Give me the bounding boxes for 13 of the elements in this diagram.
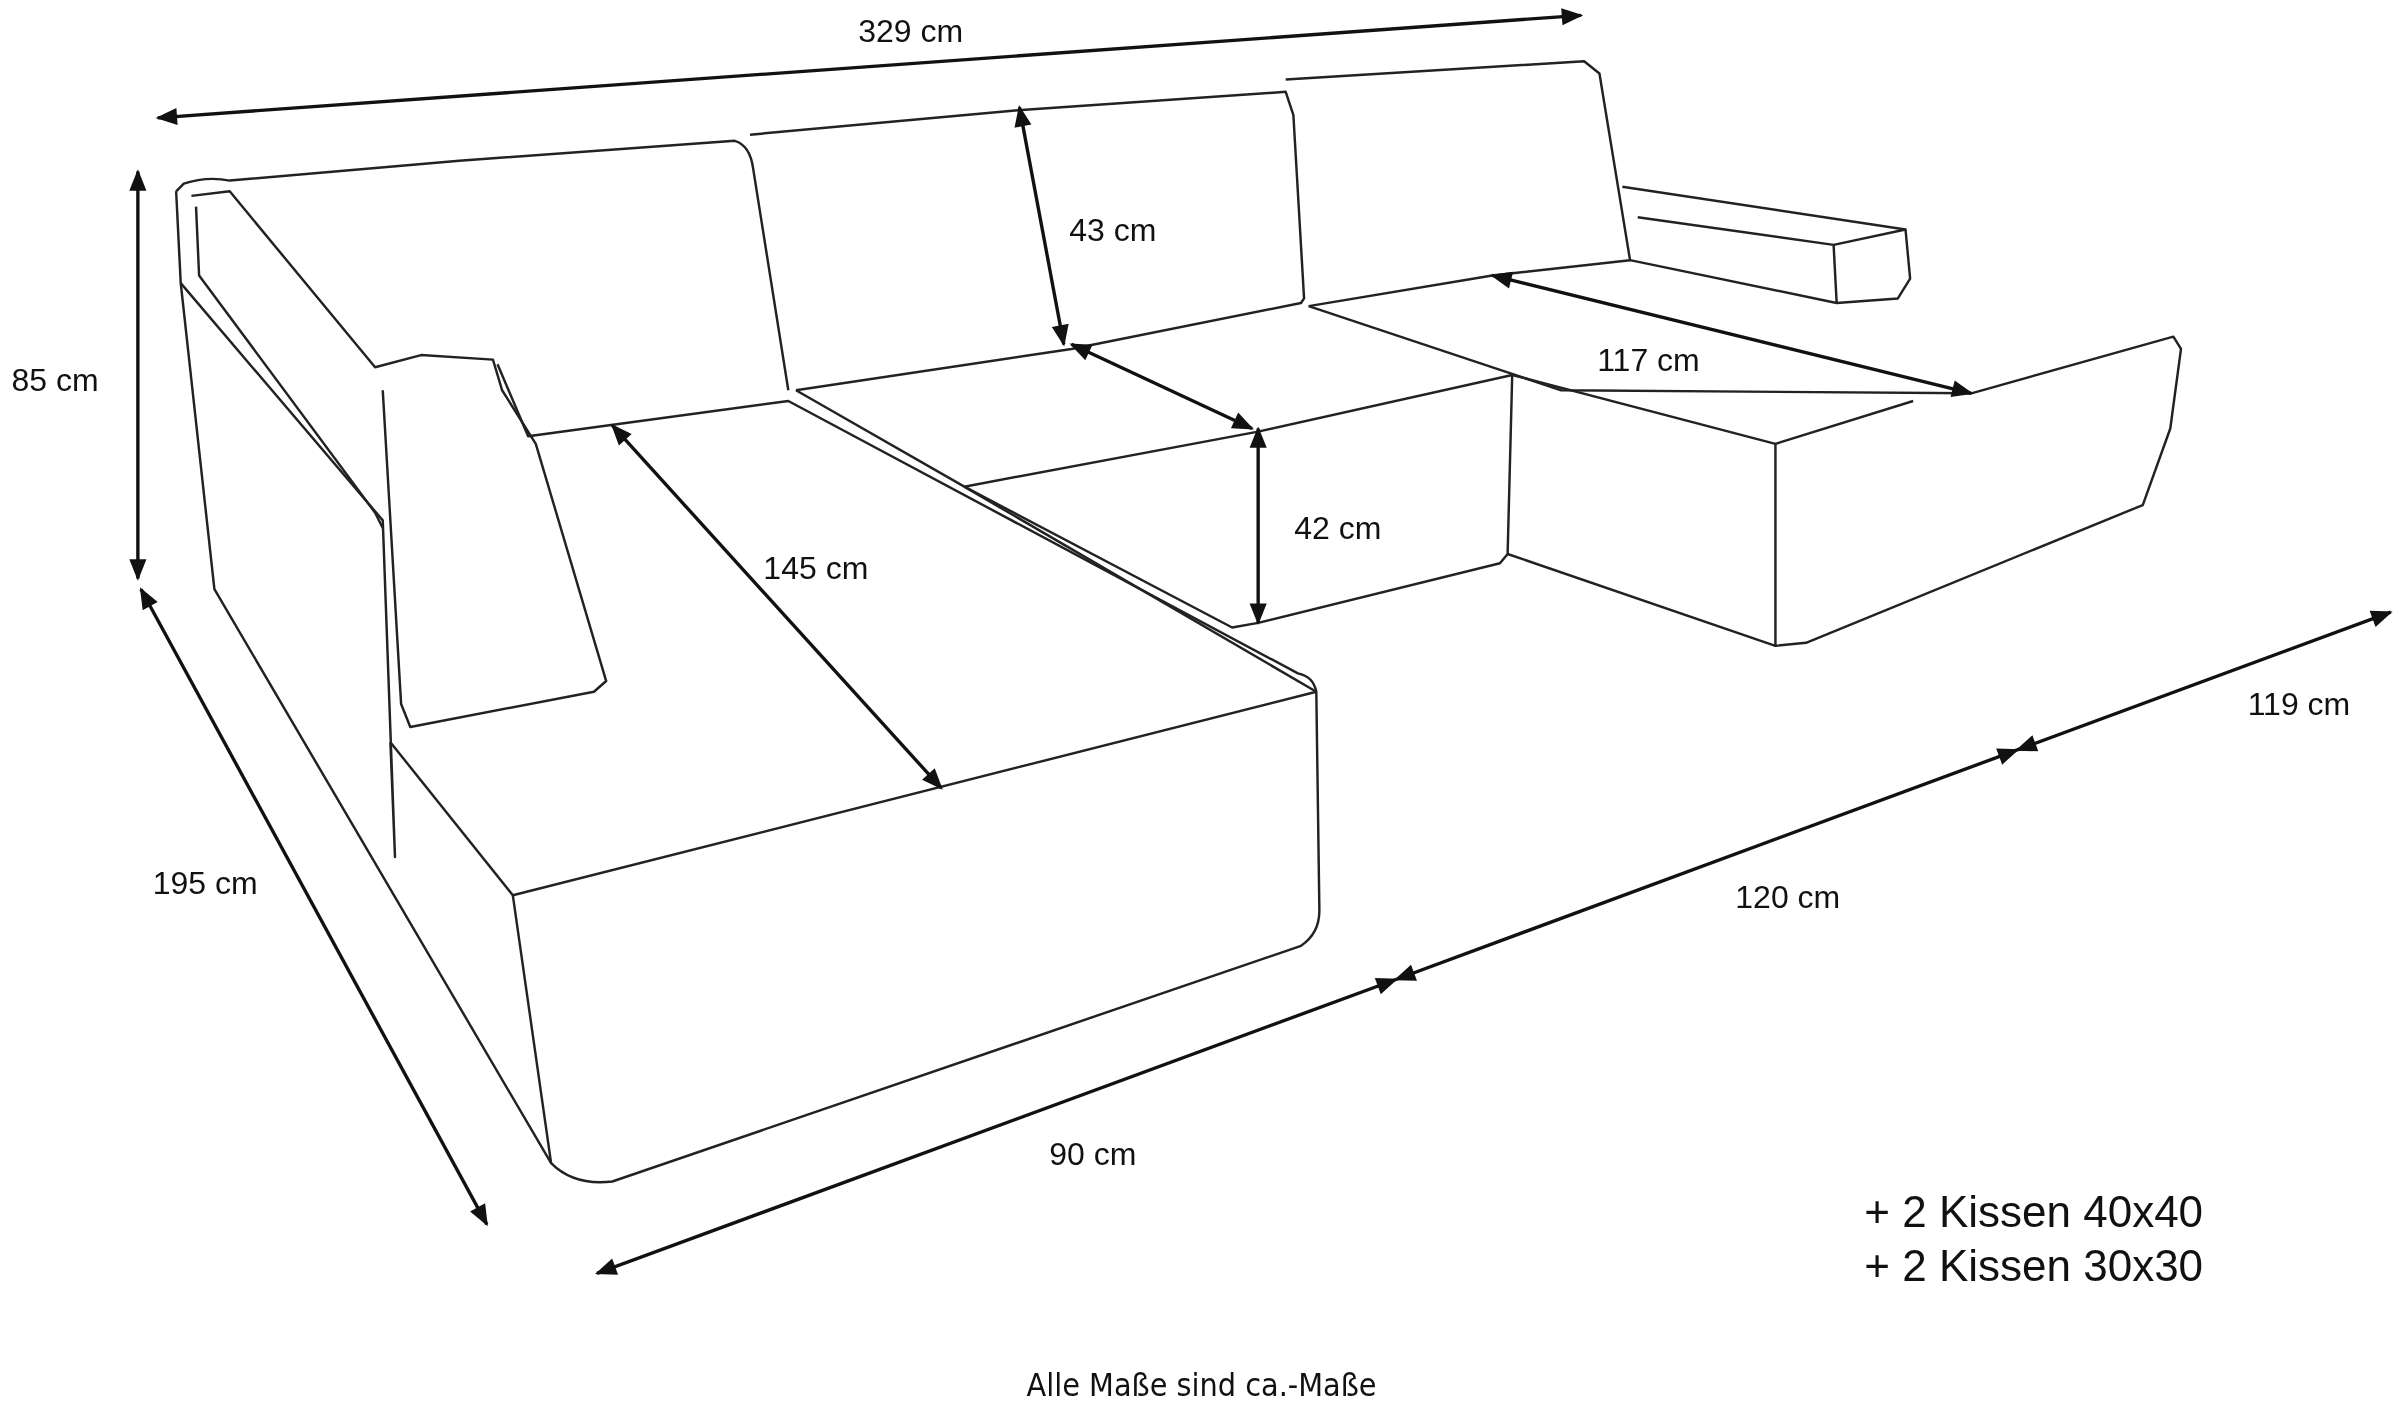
dimension-label: 145 cm <box>763 549 869 587</box>
dimension-label: 119 cm <box>2247 685 2351 723</box>
cushion-note: + 2 Kissen 30x30 <box>1864 1240 2204 1291</box>
dimension-label: 195 cm <box>152 864 258 902</box>
cushion-note: + 2 Kissen 40x40 <box>1864 1187 2204 1238</box>
dimension-label: 42 cm <box>1294 509 1382 547</box>
dimension-label: 90 cm <box>1049 1135 1137 1173</box>
dimension-label: 85 cm <box>11 361 99 399</box>
dimension-label: 117 cm <box>1597 341 1700 379</box>
dimension-label: 43 cm <box>1069 211 1157 249</box>
dimension-label: 120 cm <box>1735 878 1841 916</box>
dimension-label: 329 cm <box>858 12 964 50</box>
caption: Alle Maße sind ca.-Maße <box>1026 1366 1377 1405</box>
